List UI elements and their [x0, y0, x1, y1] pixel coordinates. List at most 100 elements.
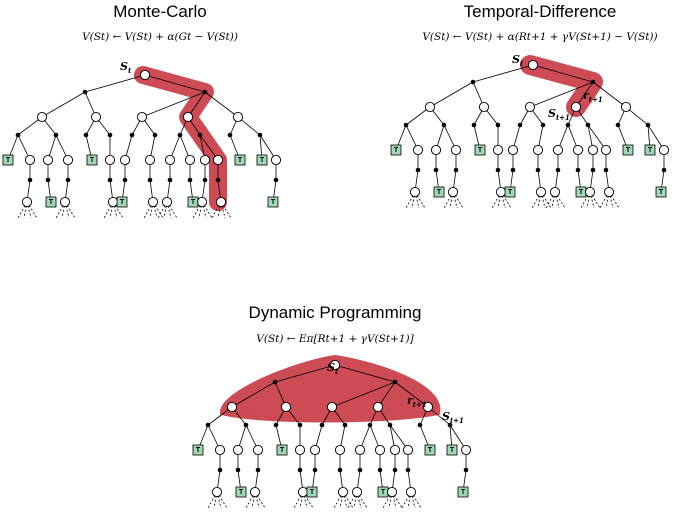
state-node: [226, 401, 238, 413]
action-node: [202, 177, 208, 183]
tree-edge: [532, 64, 594, 83]
tree-edge: [84, 74, 146, 93]
tree-edge: [192, 201, 203, 219]
action-node: [342, 422, 348, 428]
state-node: [600, 144, 612, 156]
action-node: [297, 467, 303, 473]
td-state-label: St: [512, 53, 524, 68]
tree-edge: [17, 201, 28, 219]
tree-edge: [41, 91, 86, 118]
terminal-node: [424, 444, 436, 456]
tree-edge: [216, 491, 222, 509]
tree-edge: [589, 191, 595, 209]
terminal-label: T: [196, 447, 201, 454]
terminal-node: [86, 154, 98, 166]
tree-edge: [449, 191, 454, 209]
tree-edge: [608, 191, 614, 209]
tree-edge: [211, 201, 222, 219]
state-node: [232, 444, 244, 456]
tree-edge: [452, 191, 458, 209]
tree-edge: [293, 491, 304, 509]
state-node: [309, 444, 321, 456]
tree-edge: [103, 201, 114, 219]
tree-edge: [586, 191, 591, 209]
tree-edge: [443, 191, 454, 209]
state-node: [450, 144, 462, 156]
terminal-node: [474, 144, 486, 156]
td-reward-label: rt+1: [583, 89, 603, 104]
action-node: [167, 177, 173, 183]
tree-edge: [143, 201, 154, 219]
state-node: [232, 111, 244, 123]
action-node: [540, 122, 546, 128]
state-node: [329, 359, 341, 371]
action-node: [357, 467, 363, 473]
terminal-label: T: [238, 157, 243, 164]
tree-edge: [545, 191, 556, 209]
tree-edge: [112, 201, 118, 219]
tree-edge: [605, 191, 610, 209]
state-node: [36, 111, 48, 123]
action-node: [215, 177, 221, 183]
tree-edge: [199, 134, 219, 161]
tree-edge: [61, 201, 66, 219]
mc-formula: V(St) ← V(St) + α(Gt − V(St)): [82, 31, 238, 43]
state-node: [334, 444, 346, 456]
terminal-label: T: [461, 489, 466, 496]
state-node: [119, 154, 131, 166]
state-node: [184, 154, 196, 166]
tree-edge: [55, 201, 66, 219]
dp-reward-label: rt+1: [407, 394, 427, 409]
terminal-node: [234, 154, 246, 166]
tree-edge: [152, 201, 158, 219]
state-node: [104, 154, 116, 166]
action-node: [147, 177, 153, 183]
tree-edge: [201, 201, 213, 219]
terminal-label: T: [626, 147, 631, 154]
action-node: [15, 132, 21, 138]
state-node: [492, 144, 504, 156]
action-node: [615, 122, 621, 128]
tree-edge: [207, 491, 218, 509]
tree-edge: [166, 201, 178, 219]
state-node: [337, 486, 349, 498]
state-node: [354, 444, 366, 456]
action-node: [187, 177, 193, 183]
action-node: [405, 467, 411, 473]
td-formula: V(St) ← V(St) + α(Rt+1 + γV(St+1) − V(St…: [422, 31, 658, 43]
tree-edge: [342, 491, 354, 509]
tree-edge: [356, 491, 362, 509]
state-node: [527, 59, 539, 71]
terminal-node: [235, 486, 247, 498]
action-node: [471, 122, 477, 128]
tree-edge: [608, 191, 620, 209]
tree-edge: [254, 491, 266, 509]
action-node: [27, 177, 33, 183]
terminal-label: T: [280, 447, 285, 454]
dp-next-state-label: St+1: [442, 410, 464, 425]
terminal-label: T: [191, 199, 196, 206]
state-node: [587, 144, 599, 156]
tree-edge: [401, 491, 412, 509]
action-node: [575, 167, 581, 173]
state-node: [164, 154, 176, 166]
action-node: [495, 122, 501, 128]
state-node: [572, 144, 584, 156]
tree-edge: [23, 201, 28, 219]
tree-edge: [414, 191, 420, 209]
tree-edge: [245, 491, 256, 509]
state-node: [430, 144, 442, 156]
terminal-node: [2, 154, 14, 166]
state-node: [524, 101, 536, 113]
state-node: [147, 196, 159, 208]
terminal-label: T: [428, 447, 433, 454]
terminal-node: [267, 196, 279, 208]
tree-edge: [333, 491, 344, 509]
action-node: [243, 422, 249, 428]
td-title: Temporal-Difference: [463, 2, 617, 21]
tree-edge: [64, 201, 76, 219]
action-node: [510, 167, 516, 173]
state-node: [139, 69, 151, 81]
tree-edge: [166, 201, 172, 219]
